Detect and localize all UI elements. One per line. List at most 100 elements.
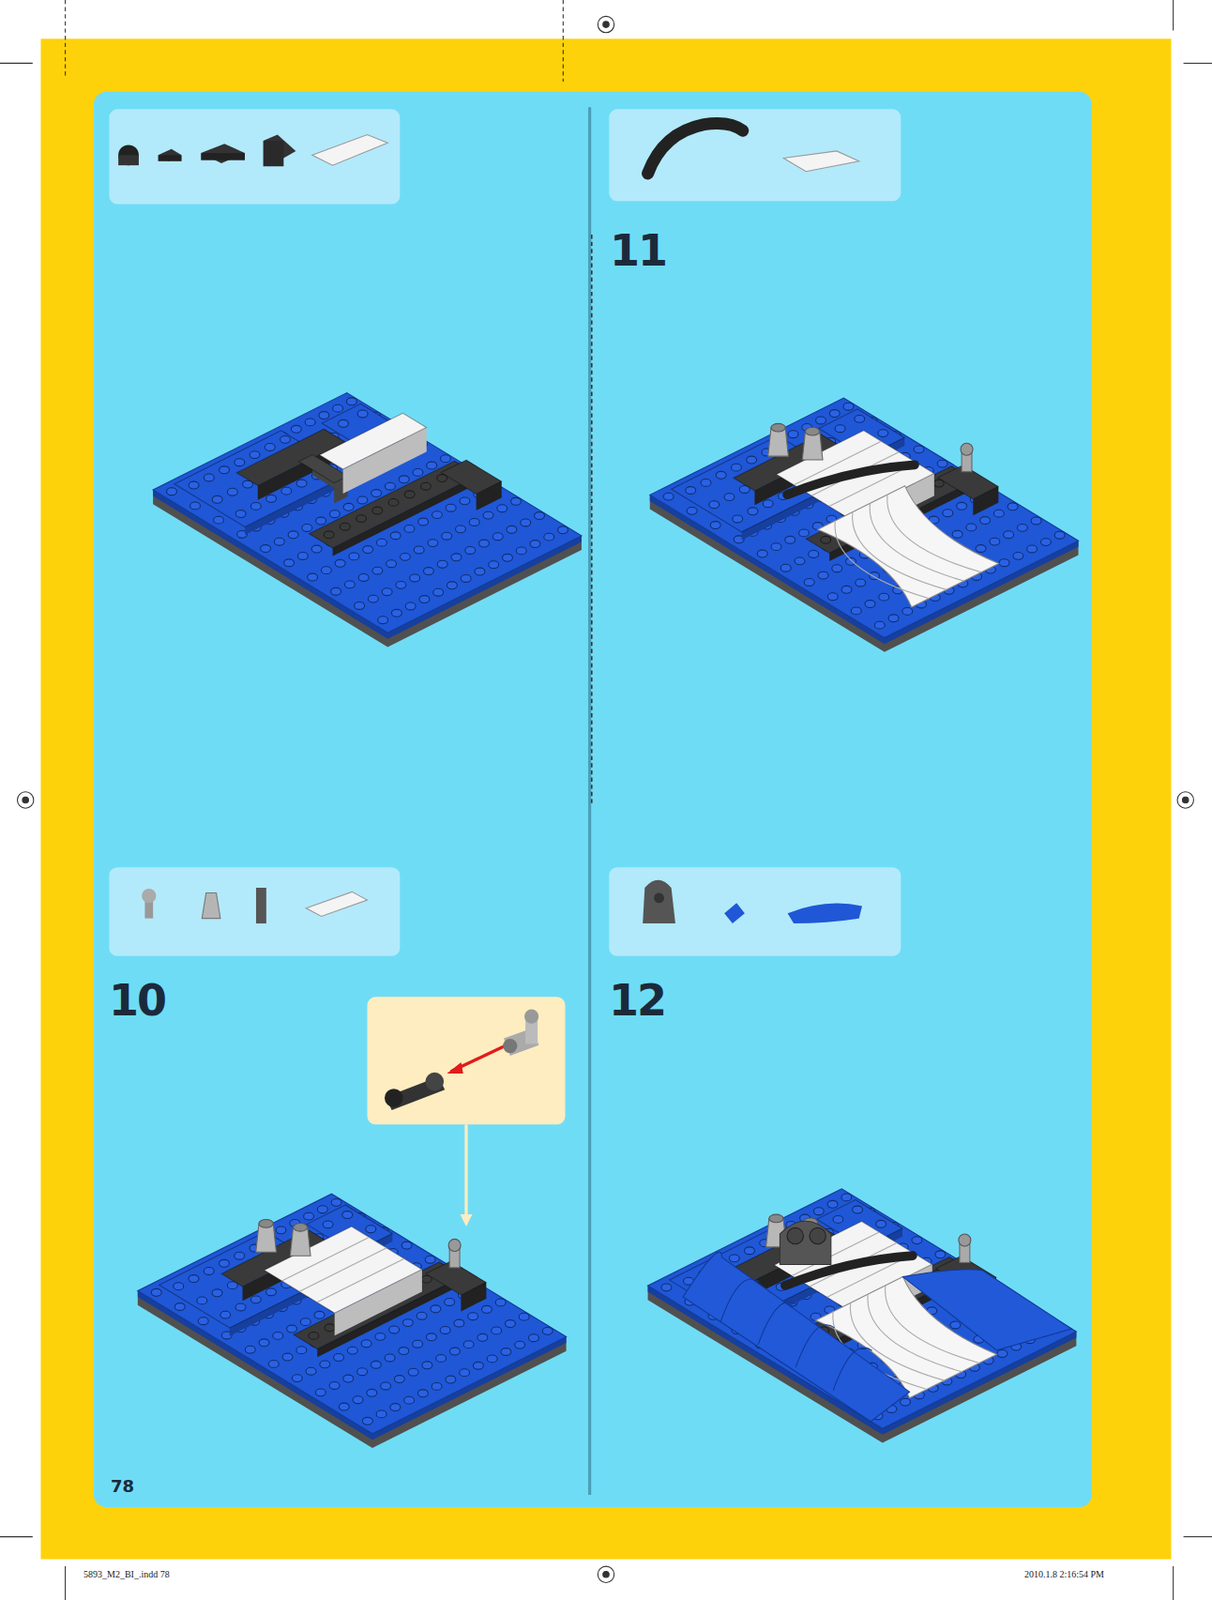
print-footer: 5893_M2_BI_.indd 78 <box>83 1569 170 1579</box>
model-part <box>322 1220 334 1228</box>
model-part <box>813 1207 824 1215</box>
model-part <box>477 1333 488 1341</box>
model-part <box>212 495 223 503</box>
parts <box>648 122 860 173</box>
model-part <box>219 1258 230 1267</box>
model-part <box>449 1347 460 1355</box>
model-part <box>234 1251 245 1259</box>
divider <box>588 106 591 1495</box>
model-part <box>416 1311 427 1319</box>
model-part <box>343 1374 354 1382</box>
model-part <box>460 575 471 583</box>
model-part <box>834 520 929 599</box>
callout-parts <box>384 1008 539 1110</box>
model-part <box>249 451 260 459</box>
model-part <box>424 1255 436 1263</box>
model-part <box>685 486 697 495</box>
model-part <box>354 602 365 610</box>
model-part <box>287 530 299 539</box>
model-part <box>219 466 230 474</box>
model-part <box>431 1381 442 1390</box>
model-part <box>455 525 467 533</box>
model-part <box>266 494 277 502</box>
model-part <box>913 445 925 454</box>
model-part <box>771 543 782 551</box>
model-part <box>272 1331 284 1339</box>
model-part <box>323 530 334 539</box>
model-part <box>258 1338 270 1347</box>
model-part <box>515 1340 526 1349</box>
model-part <box>339 522 350 531</box>
model-part <box>344 580 355 589</box>
model-part <box>728 1254 740 1262</box>
model-part <box>280 435 291 443</box>
model-part <box>440 459 501 494</box>
model-part <box>833 1347 872 1391</box>
model-part <box>869 502 964 581</box>
model-part <box>506 525 517 533</box>
model-part <box>820 535 832 544</box>
model-part <box>362 1416 373 1425</box>
model-part <box>311 545 322 553</box>
model-part <box>421 482 432 490</box>
model-part <box>500 1348 512 1356</box>
model-part <box>809 1227 826 1243</box>
model-part <box>787 464 915 495</box>
model-part <box>417 1389 428 1397</box>
model-part <box>423 567 434 576</box>
model-part <box>846 557 857 565</box>
model-part <box>746 455 758 464</box>
model-part <box>213 515 225 524</box>
model-part <box>319 412 427 470</box>
model-part <box>795 1324 834 1368</box>
model-part <box>888 614 899 622</box>
model-part <box>463 1340 474 1349</box>
model-part <box>398 1347 410 1355</box>
model-part <box>166 487 178 496</box>
model-part <box>661 1283 672 1291</box>
step-number: 10 <box>108 978 166 1022</box>
model-part <box>317 1257 405 1302</box>
model-part <box>709 500 720 509</box>
model-part <box>488 560 500 569</box>
model-part <box>363 545 374 554</box>
model-part <box>785 535 796 544</box>
model-part <box>935 1250 946 1258</box>
model-part <box>757 1301 797 1345</box>
model-part <box>296 1346 307 1354</box>
model-part <box>409 574 421 582</box>
model-part <box>483 511 494 519</box>
model-top <box>152 393 582 634</box>
model-part <box>441 531 453 540</box>
model-part <box>333 404 344 412</box>
model-part <box>299 1247 387 1291</box>
model-part <box>780 563 791 572</box>
model-part <box>724 493 735 501</box>
model-part <box>390 531 401 540</box>
model-part <box>854 414 865 423</box>
model-part <box>874 621 885 629</box>
model-part <box>833 1214 844 1223</box>
model-part <box>827 592 838 601</box>
model-part <box>511 497 522 505</box>
model-part <box>282 1352 293 1361</box>
model-part <box>307 573 319 581</box>
model-part <box>816 416 827 425</box>
model-part <box>1007 502 1018 511</box>
model-part <box>492 532 503 541</box>
model-part <box>260 545 272 553</box>
model-part <box>454 1318 465 1327</box>
model-part <box>1040 538 1051 546</box>
model-part <box>439 1326 451 1334</box>
model-part <box>412 469 424 477</box>
model-part <box>426 461 438 470</box>
model-part <box>196 1296 208 1304</box>
model-part <box>1054 530 1065 539</box>
model-part <box>305 1366 317 1375</box>
model-part <box>384 482 395 490</box>
model-part <box>744 1246 756 1255</box>
model-part <box>281 486 292 495</box>
model-part <box>663 492 674 500</box>
model-part <box>297 552 308 561</box>
model-part <box>486 1354 498 1363</box>
